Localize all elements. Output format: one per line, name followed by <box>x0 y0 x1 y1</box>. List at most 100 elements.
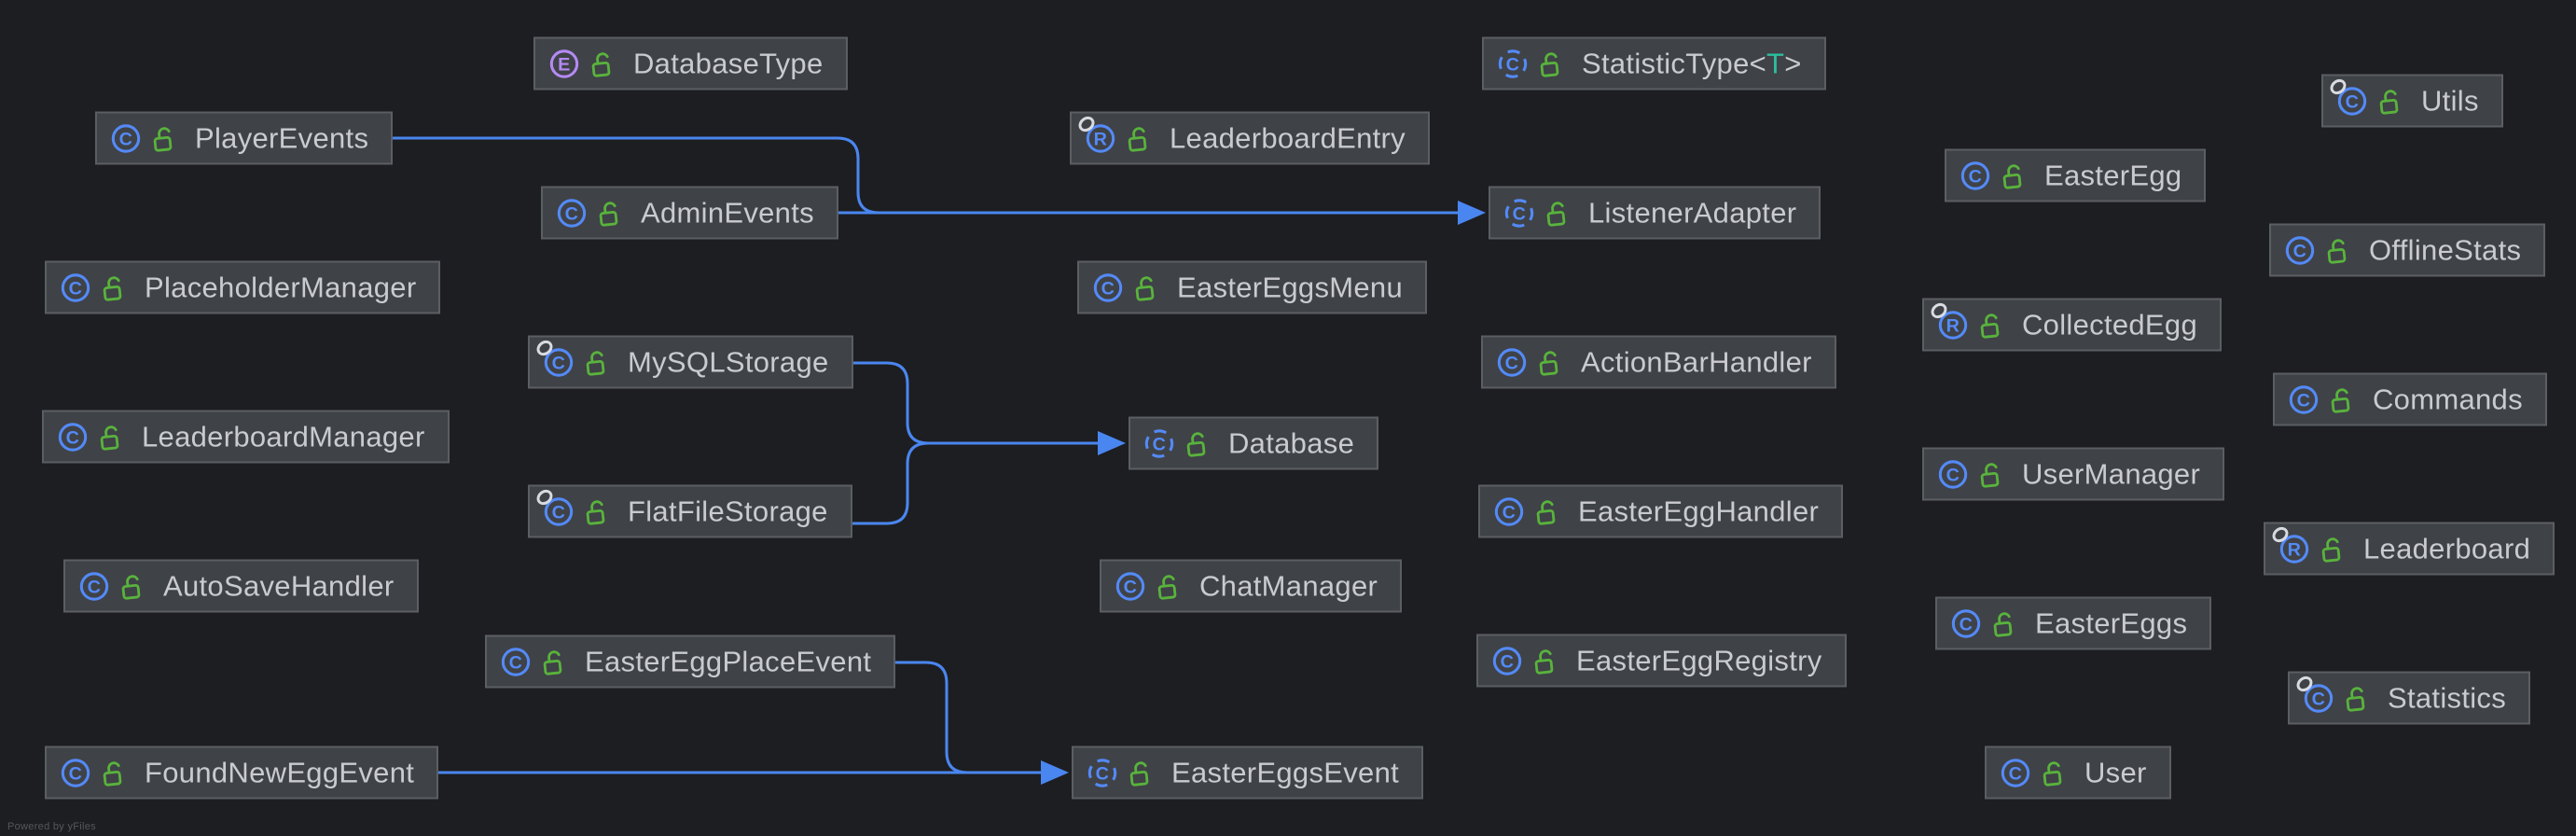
public-visibility-icon <box>540 648 568 676</box>
public-visibility-icon <box>1533 497 1561 525</box>
class-name-label: MySQLStorage <box>628 345 829 378</box>
diagram-node-mysql-storage[interactable]: C MySQLStorage <box>528 335 853 389</box>
svg-text:C: C <box>119 129 133 149</box>
diagram-node-leaderboard-entry[interactable]: R LeaderboardEntry <box>1070 111 1430 165</box>
svg-text:C: C <box>1101 278 1115 299</box>
class-name-label: AdminEvents <box>641 196 814 229</box>
public-visibility-icon <box>2376 87 2404 115</box>
abstract-class-icon: C <box>1143 426 1176 460</box>
class-name-label: Statistics <box>2388 681 2507 714</box>
diagram-node-utils[interactable]: C Utils <box>2321 74 2503 128</box>
class-name-label: Utils <box>2421 84 2479 117</box>
svg-text:C: C <box>66 427 80 448</box>
public-visibility-icon <box>97 423 125 451</box>
abstract-class-icon: C <box>1496 47 1530 80</box>
diagram-node-easter-egg-handler[interactable]: C EasterEggHandler <box>1478 484 1844 538</box>
class-name-label: UserManager <box>2022 457 2201 490</box>
class-icon: C <box>1495 345 1529 379</box>
svg-text:C: C <box>1960 614 1974 634</box>
class-icon: C <box>77 569 111 603</box>
class-name-label: ChatManager <box>1199 569 1378 602</box>
diagram-node-listener-adapter[interactable]: C ListenerAdapter <box>1489 186 1821 240</box>
class-icon: C <box>2327 76 2369 118</box>
class-icon: C <box>59 756 92 789</box>
class-icon: C <box>533 486 575 528</box>
diagram-node-found-new-egg-event[interactable]: C FoundNewEggEvent <box>45 745 439 800</box>
public-visibility-icon <box>118 572 146 600</box>
inheritance-edge-flat-file-storage-to-database[interactable] <box>837 441 929 525</box>
inheritance-edge-mysql-storage-to-database[interactable] <box>837 361 1098 445</box>
svg-text:C: C <box>1513 203 1527 224</box>
diagram-node-database-type[interactable]: E DatabaseType <box>533 36 848 91</box>
inheritance-edge-easter-egg-place-event-to-easter-eggs-event[interactable] <box>879 661 1041 774</box>
svg-text:C: C <box>552 353 566 373</box>
class-name-label: ListenerAdapter <box>1588 196 1797 229</box>
abstract-class-icon: C <box>1503 196 1536 230</box>
public-visibility-icon <box>1531 647 1559 675</box>
class-name-label: EasterEggRegistry <box>1576 644 1822 676</box>
diagram-node-leaderboard-manager[interactable]: C LeaderboardManager <box>42 410 450 464</box>
diagram-node-placeholder-manager[interactable]: C PlaceholderManager <box>45 260 441 314</box>
class-name-label: PlaceholderManager <box>145 271 417 303</box>
class-name-label: Commands <box>2373 383 2523 415</box>
public-visibility-icon <box>1977 311 2005 339</box>
class-icon: C <box>56 420 90 453</box>
diagram-node-chat-manager[interactable]: C ChatManager <box>1100 559 1403 613</box>
diagram-node-user-manager[interactable]: C UserManager <box>1922 447 2225 501</box>
class-icon: C <box>59 271 92 304</box>
class-icon: C <box>1936 457 1970 491</box>
diagram-node-commands[interactable]: C Commands <box>2273 372 2547 426</box>
svg-text:R: R <box>1094 129 1108 149</box>
record-icon: R <box>1928 300 1970 341</box>
class-name-label: FoundNewEggEvent <box>145 756 415 788</box>
class-icon: C <box>499 645 533 678</box>
record-icon: R <box>1075 113 1117 155</box>
class-name-label: EasterEggHandler <box>1578 495 1820 527</box>
public-visibility-icon <box>100 273 128 301</box>
class-name-label: LeaderboardEntry <box>1170 121 1406 154</box>
svg-text:C: C <box>69 278 83 299</box>
public-visibility-icon <box>2000 161 2028 189</box>
svg-text:E: E <box>558 54 571 75</box>
public-visibility-icon <box>589 49 616 77</box>
svg-text:C: C <box>1124 577 1138 597</box>
class-name-label: User <box>2084 756 2147 788</box>
public-visibility-icon <box>2319 535 2347 563</box>
svg-text:C: C <box>88 577 102 597</box>
class-icon: C <box>2287 383 2320 416</box>
diagram-node-easter-egg[interactable]: C EasterEgg <box>1945 148 2207 202</box>
public-visibility-icon <box>1155 572 1183 600</box>
public-visibility-icon <box>1132 273 1160 301</box>
svg-text:C: C <box>2293 241 2307 261</box>
class-name-label: EasterEgg <box>2044 159 2182 191</box>
svg-text:C: C <box>69 763 83 784</box>
svg-text:C: C <box>1946 465 1960 485</box>
public-visibility-icon <box>2343 684 2371 712</box>
class-name-label: DatabaseType <box>633 47 824 79</box>
class-icon: C <box>1959 159 1992 192</box>
class-icon: C <box>1492 495 1526 528</box>
svg-text:C: C <box>1505 353 1519 373</box>
svg-text:C: C <box>509 652 523 673</box>
public-visibility-icon <box>596 199 624 227</box>
class-name-label: LeaderboardManager <box>142 420 425 453</box>
